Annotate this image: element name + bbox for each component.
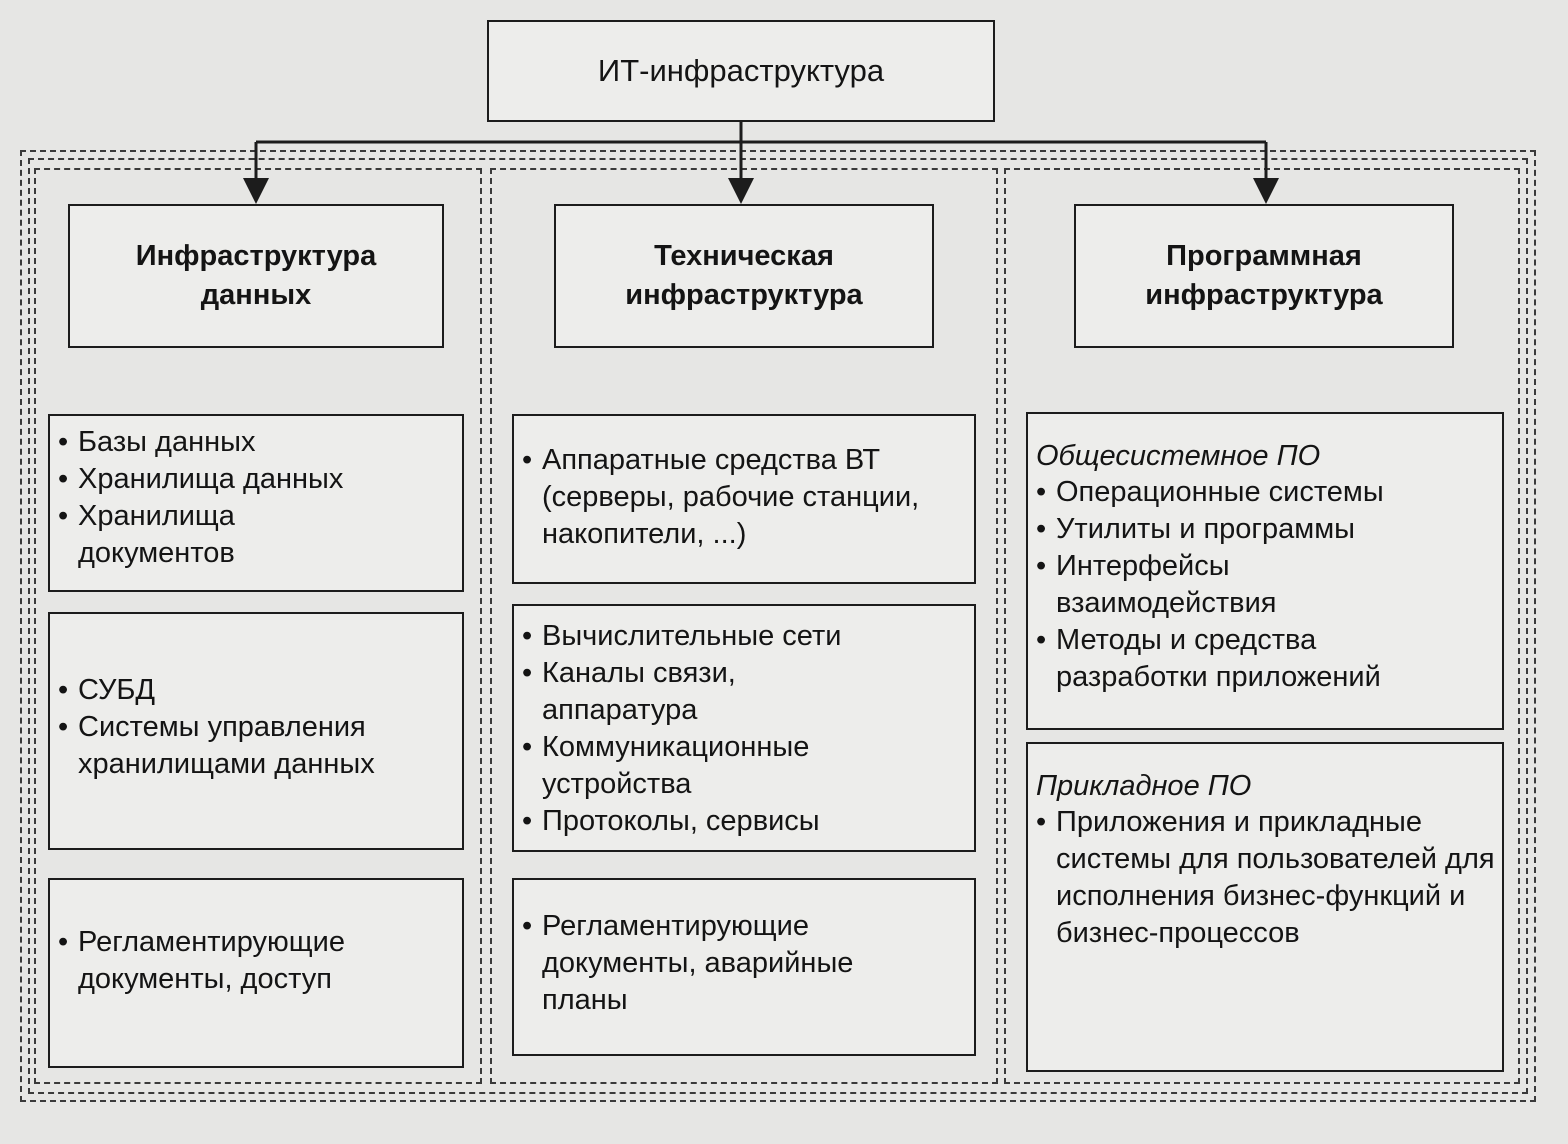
- list-item: Коммуникационные устройства: [514, 729, 872, 803]
- list-item: Хранилища данных: [50, 461, 462, 498]
- list-item: Системы управления хранилищами данных: [50, 709, 448, 783]
- block-system-software: Общесистемное ПО Операционные системы Ут…: [1026, 412, 1504, 730]
- list-item: Утилиты и программы: [1028, 511, 1502, 548]
- list-item: Операционные системы: [1028, 474, 1502, 511]
- list-item: Каналы связи, аппаратура: [514, 655, 802, 729]
- list-item: Регламентирующие документы, доступ: [50, 924, 408, 998]
- list-item: Приложения и прикладные системы для поль…: [1028, 804, 1508, 952]
- list-item: Аппаратные средства ВТ (серверы, рабочие…: [514, 442, 942, 553]
- diagram-inner-frame: [28, 158, 1528, 1094]
- arrow-head-data: [243, 178, 269, 204]
- heading-line: инфраструктура: [1145, 279, 1383, 311]
- list-item: Протоколы, сервисы: [514, 803, 974, 840]
- block-hardware: Аппаратные средства ВТ (серверы, рабочие…: [512, 414, 976, 584]
- block-application-software: Прикладное ПО Приложения и прикладные си…: [1026, 742, 1504, 1072]
- block-networks: Вычислительные сети Каналы связи, аппара…: [512, 604, 976, 852]
- list-item: Вычислительные сети: [514, 618, 974, 655]
- heading-line: Техническая: [654, 240, 834, 272]
- column-frame-data: [34, 168, 482, 1084]
- arrow-head-technical: [728, 178, 754, 204]
- diagram-outer-frame: [20, 150, 1536, 1102]
- arrow-head-software: [1253, 178, 1279, 204]
- heading-software-infrastructure: Программная инфраструктура: [1074, 204, 1454, 348]
- column-frame-technical: [490, 168, 998, 1084]
- subtitle-application-software: Прикладное ПО: [1036, 770, 1252, 802]
- heading-technical-infrastructure: Техническая инфраструктура: [554, 204, 934, 348]
- list-item: Базы данных: [50, 424, 462, 461]
- column-frame-software: [1004, 168, 1520, 1084]
- subtitle-system-software: Общесистемное ПО: [1036, 440, 1321, 472]
- block-technical-regulations: Регламентирующие документы, аварийные пл…: [512, 878, 976, 1056]
- list-item: Методы и средства разработки приложений: [1028, 622, 1476, 696]
- list-item: Хранилища документов: [50, 498, 298, 572]
- heading-line: данных: [200, 279, 312, 311]
- block-databases: Базы данных Хранилища данных Хранилища д…: [48, 414, 464, 592]
- block-data-regulations: Регламентирующие документы, доступ: [48, 878, 464, 1068]
- heading-line: инфраструктура: [625, 279, 863, 311]
- heading-data-infrastructure: Инфраструктура данных: [68, 204, 444, 348]
- list-item: Интерфейсы взаимодействия: [1028, 548, 1316, 622]
- root-label: ИТ-инфраструктура: [597, 53, 885, 88]
- list-item: СУБД: [50, 672, 462, 709]
- block-dbms: СУБД Системы управления хранилищами данн…: [48, 612, 464, 850]
- list-item: Регламентирующие документы, аварийные пл…: [514, 908, 922, 1019]
- heading-line: Программная: [1166, 240, 1362, 272]
- root-node: ИТ-инфраструктура: [487, 20, 995, 122]
- heading-line: Инфраструктура: [135, 240, 377, 272]
